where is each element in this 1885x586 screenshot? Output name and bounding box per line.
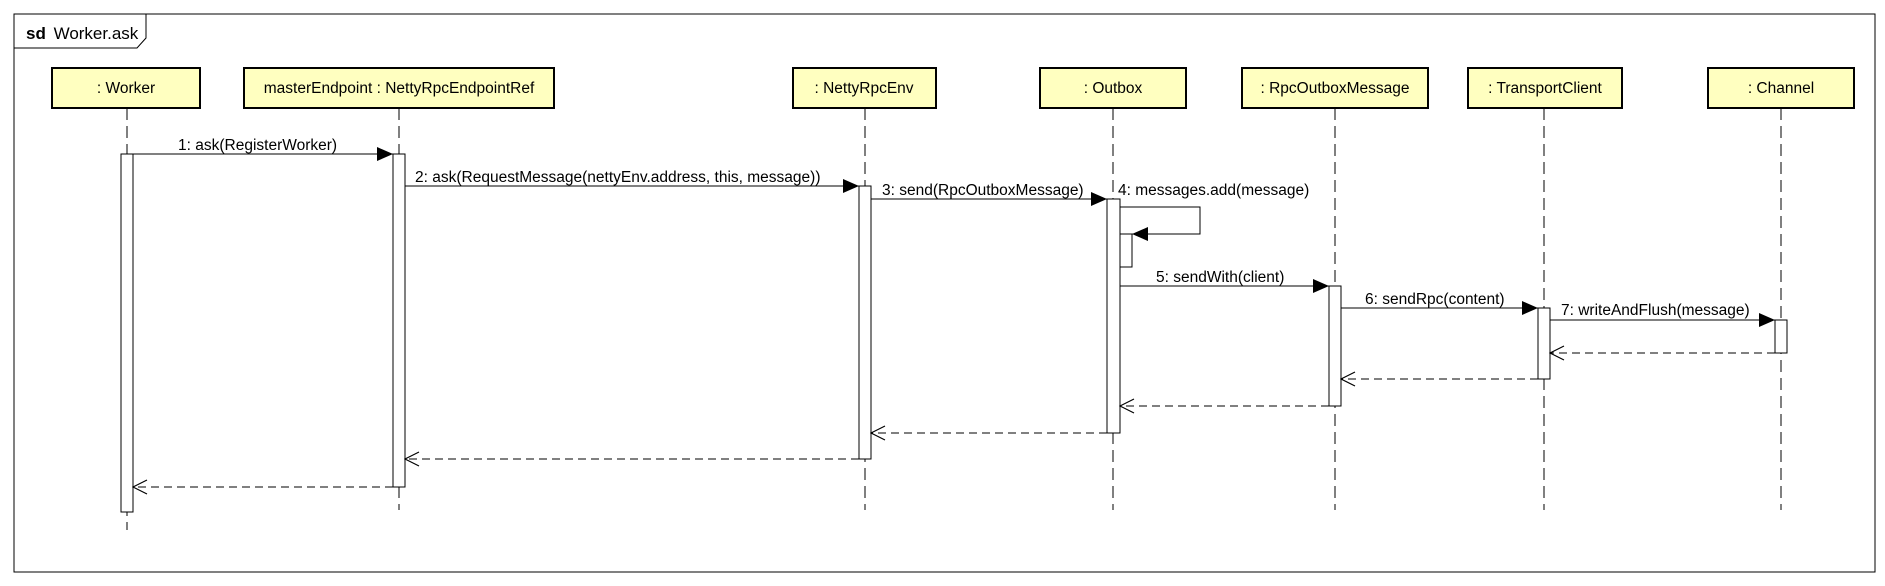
participant-outbox: : Outbox xyxy=(1039,67,1187,109)
message-5-label: 5: sendWith(client) xyxy=(1156,269,1284,286)
participant-label: : TransportClient xyxy=(1488,80,1602,97)
participant-master-endpoint: masterEndpoint : NettyRpcEndpointRef xyxy=(243,67,555,109)
diagram-frame: sd Worker.ask xyxy=(13,13,1876,573)
activation-bars xyxy=(120,153,1788,513)
participant-worker: : Worker xyxy=(51,67,201,109)
participant-label: : Worker xyxy=(97,80,155,97)
participant-rpc-outbox-message: : RpcOutboxMessage xyxy=(1241,67,1429,109)
activation-rpcmsg xyxy=(1328,285,1342,407)
frame-keyword: sd xyxy=(26,24,46,43)
call-messages xyxy=(133,147,1775,327)
activation-env xyxy=(858,185,872,460)
participant-label: : Channel xyxy=(1748,80,1814,97)
message-3-label: 3: send(RpcOutboxMessage) xyxy=(882,182,1084,199)
message-6-label: 6: sendRpc(content) xyxy=(1365,291,1505,308)
message-4-label: 4: messages.add(message) xyxy=(1118,182,1309,199)
message-7-label: 7: writeAndFlush(message) xyxy=(1561,302,1750,319)
activation-channel xyxy=(1774,319,1788,354)
participant-label: masterEndpoint : NettyRpcEndpointRef xyxy=(264,80,535,97)
participant-transport-client: : TransportClient xyxy=(1467,67,1623,109)
return-messages xyxy=(133,353,1775,487)
frame-name: Worker.ask xyxy=(54,24,139,43)
message-labels: 1: ask(RegisterWorker) 2: ask(RequestMes… xyxy=(178,137,1750,319)
participant-netty-rpc-env: : NettyRpcEnv xyxy=(792,67,937,109)
message-4-arrow xyxy=(1120,206,1201,241)
participant-label: : Outbox xyxy=(1084,80,1143,97)
message-1-label: 1: ask(RegisterWorker) xyxy=(178,137,337,154)
activation-master xyxy=(392,153,406,488)
participant-label: : RpcOutboxMessage xyxy=(1260,80,1409,97)
participant-label: : NettyRpcEnv xyxy=(814,80,913,97)
activation-client xyxy=(1537,307,1551,380)
lifeline-lines xyxy=(126,108,1782,530)
svg-text:sd Worker.ask: sd Worker.ask xyxy=(26,24,139,43)
participants: : Worker masterEndpoint : NettyRpcEndpoi… xyxy=(51,67,1855,109)
message-2-label: 2: ask(RequestMessage(nettyEnv.address, … xyxy=(415,169,820,186)
activation-outbox xyxy=(1106,198,1121,434)
activation-outbox-self xyxy=(1119,233,1133,268)
participant-channel: : Channel xyxy=(1707,67,1855,109)
activation-worker xyxy=(120,153,134,513)
